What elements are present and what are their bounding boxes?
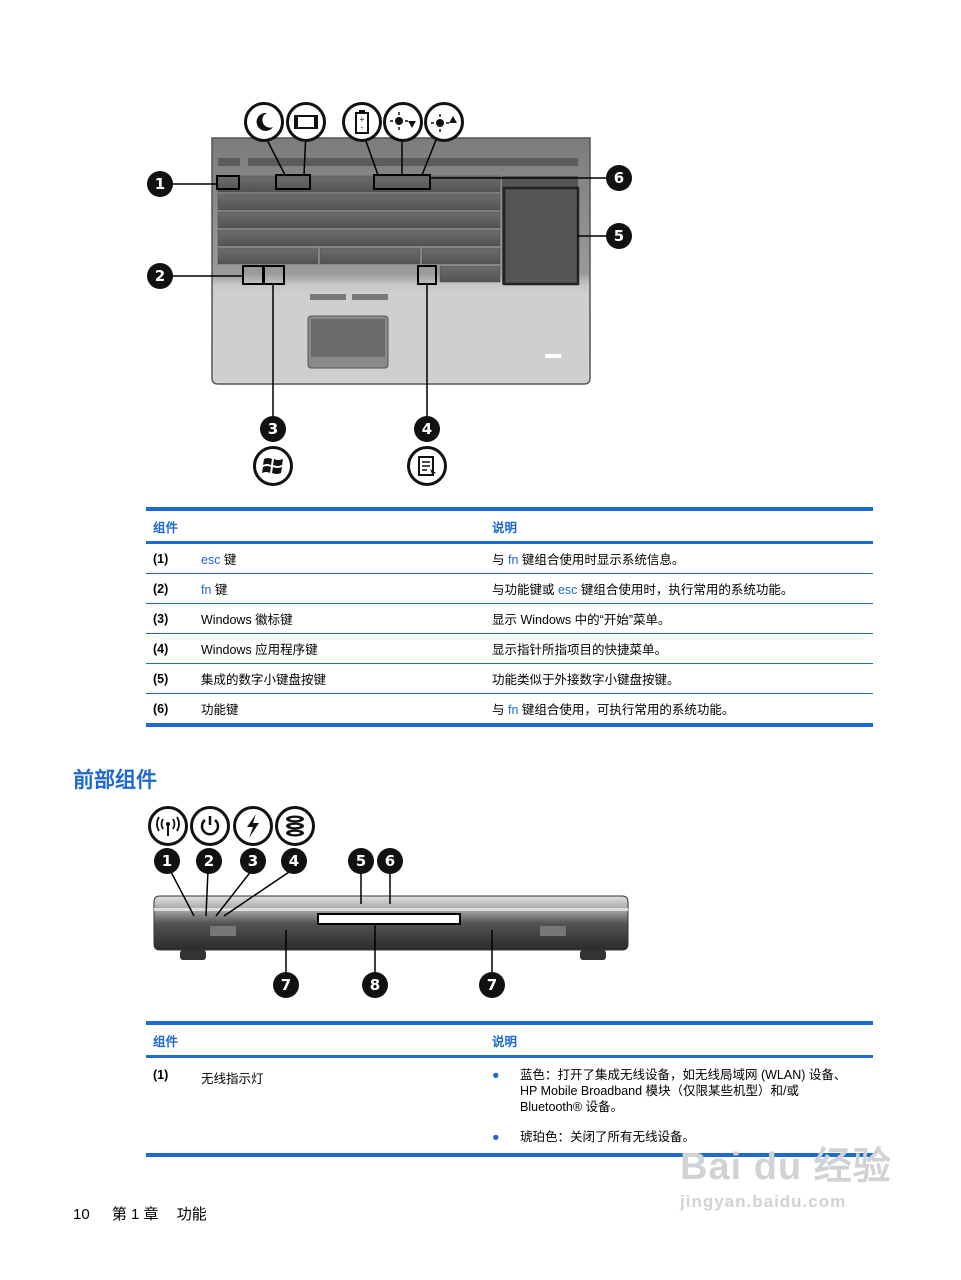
callout-5: 5 bbox=[348, 848, 374, 874]
component-name: esc 键 bbox=[201, 542, 492, 574]
table-row: (3) Windows 徽标键 显示 Windows 中的“开始”菜单。 bbox=[146, 603, 873, 634]
component-name: Windows 应用程序键 bbox=[201, 633, 492, 664]
component-name: 无线指示灯 bbox=[201, 1072, 264, 1086]
table-row: (6) 功能键 与 fn 键组合使用，可执行常用的系统功能。 bbox=[146, 694, 873, 726]
callout-2: 2 bbox=[147, 263, 173, 289]
keyboard-illustration bbox=[166, 129, 610, 419]
component-description: 显示 Windows 中的“开始”菜单。 bbox=[492, 603, 873, 634]
row-number: (4) bbox=[146, 633, 201, 664]
callout-4: 4 bbox=[414, 416, 440, 442]
battery-icon: +- bbox=[342, 102, 382, 142]
page-number: 10 bbox=[73, 1206, 90, 1223]
callout-3: 3 bbox=[240, 848, 266, 874]
front-view-illustration bbox=[153, 869, 629, 972]
baidu-watermark: Bai du 经验 jingyan.baidu.com bbox=[680, 1135, 892, 1212]
drive-icon bbox=[275, 806, 315, 846]
row-number: (3) bbox=[146, 603, 201, 634]
row-number: (6) bbox=[153, 701, 169, 716]
component-description: 与功能键或 esc 键组合使用时，执行常用的系统功能。 bbox=[492, 573, 873, 604]
component-name: fn 键 bbox=[201, 573, 492, 604]
bullet-icon: ● bbox=[492, 1068, 500, 1082]
watermark-url: jingyan.baidu.com bbox=[680, 1192, 847, 1211]
component-description: 与 fn 键组合使用，可执行常用的系统功能。 bbox=[492, 703, 735, 717]
chapter-label: 第 1 章 bbox=[111, 1206, 159, 1223]
callout-6: 6 bbox=[606, 165, 632, 191]
callout-3: 3 bbox=[260, 416, 286, 442]
table-row: (5) 集成的数字小键盘按键 功能类似于外接数字小键盘按键。 bbox=[146, 663, 873, 694]
application-key-icon bbox=[407, 446, 447, 486]
front-components-table: 组件 说明 (1) 无线指示灯 ● 蓝色：打开了集成无线设备，如无线局域网 (W… bbox=[146, 1021, 873, 1157]
svg-text:+: + bbox=[360, 115, 365, 124]
row-number: (2) bbox=[146, 573, 201, 604]
column-header-component: 组件 bbox=[146, 509, 492, 544]
chapter-title: 功能 bbox=[176, 1206, 207, 1223]
component-description: ● 蓝色：打开了集成无线设备，如无线局域网 (WLAN) 设备、 HP Mobi… bbox=[492, 1057, 873, 1156]
component-name: 功能键 bbox=[201, 703, 239, 717]
brightness-up-icon bbox=[424, 102, 464, 142]
display-switch-icon bbox=[286, 102, 326, 142]
column-header-description: 说明 bbox=[492, 509, 873, 544]
callout-7-right: 7 bbox=[479, 972, 505, 998]
callout-8: 8 bbox=[362, 972, 388, 998]
table-row: (2) fn 键 与功能键或 esc 键组合使用时，执行常用的系统功能。 bbox=[146, 573, 873, 604]
row-number: (5) bbox=[146, 663, 201, 694]
component-name: Windows 徽标键 bbox=[201, 603, 492, 634]
table-header-row: 组件 说明 bbox=[146, 509, 873, 544]
table-header-row: 组件 说明 bbox=[146, 1023, 873, 1058]
column-header-description: 说明 bbox=[492, 1023, 873, 1058]
brightness-down-icon bbox=[383, 102, 423, 142]
callout-5: 5 bbox=[606, 223, 632, 249]
bullet-icon: ● bbox=[492, 1130, 500, 1144]
component-description: 功能类似于外接数字小键盘按键。 bbox=[492, 663, 873, 694]
watermark-brand: Bai du 经验 bbox=[680, 1146, 892, 1188]
callout-6: 6 bbox=[377, 848, 403, 874]
table-row: (4) Windows 应用程序键 显示指针所指项目的快捷菜单。 bbox=[146, 633, 873, 664]
component-description: 显示指针所指项目的快捷菜单。 bbox=[492, 633, 873, 664]
list-item: ● 琥珀色：关闭了所有无线设备。 bbox=[492, 1130, 696, 1144]
table-row: (1) esc 键 与 fn 键组合使用时显示系统信息。 bbox=[146, 542, 873, 574]
component-name: 集成的数字小键盘按键 bbox=[201, 663, 492, 694]
section-title: 前部组件 bbox=[73, 769, 157, 792]
list-item: ● 蓝色：打开了集成无线设备，如无线局域网 (WLAN) 设备、 HP Mobi… bbox=[492, 1068, 847, 1114]
column-header-component: 组件 bbox=[146, 1023, 492, 1058]
page-footer: 10 第 1 章 功能 bbox=[73, 1203, 207, 1224]
callout-7-left: 7 bbox=[273, 972, 299, 998]
callout-1: 1 bbox=[147, 171, 173, 197]
power-icon bbox=[190, 806, 230, 846]
front-view-figure: 1 2 3 4 5 6 7 8 7 bbox=[140, 804, 640, 1004]
sleep-icon bbox=[244, 102, 284, 142]
keyboard-components-table: 组件 说明 (1) esc 键 与 fn 键组合使用时显示系统信息。 (2) f… bbox=[146, 507, 873, 727]
row-number: (1) bbox=[146, 542, 201, 574]
keyboard-figure: +- 1 2 3 4 5 6 bbox=[140, 96, 640, 492]
svg-text:-: - bbox=[361, 123, 364, 132]
component-description: 与 fn 键组合使用时显示系统信息。 bbox=[492, 542, 873, 574]
battery-charge-icon bbox=[233, 806, 273, 846]
row-number: (1) bbox=[153, 1068, 169, 1082]
callout-2: 2 bbox=[196, 848, 222, 874]
callout-4: 4 bbox=[281, 848, 307, 874]
table-row: (1) 无线指示灯 ● 蓝色：打开了集成无线设备，如无线局域网 (WLAN) 设… bbox=[146, 1057, 873, 1156]
windows-logo-icon bbox=[253, 446, 293, 486]
wireless-icon bbox=[148, 806, 188, 846]
callout-1: 1 bbox=[154, 848, 180, 874]
